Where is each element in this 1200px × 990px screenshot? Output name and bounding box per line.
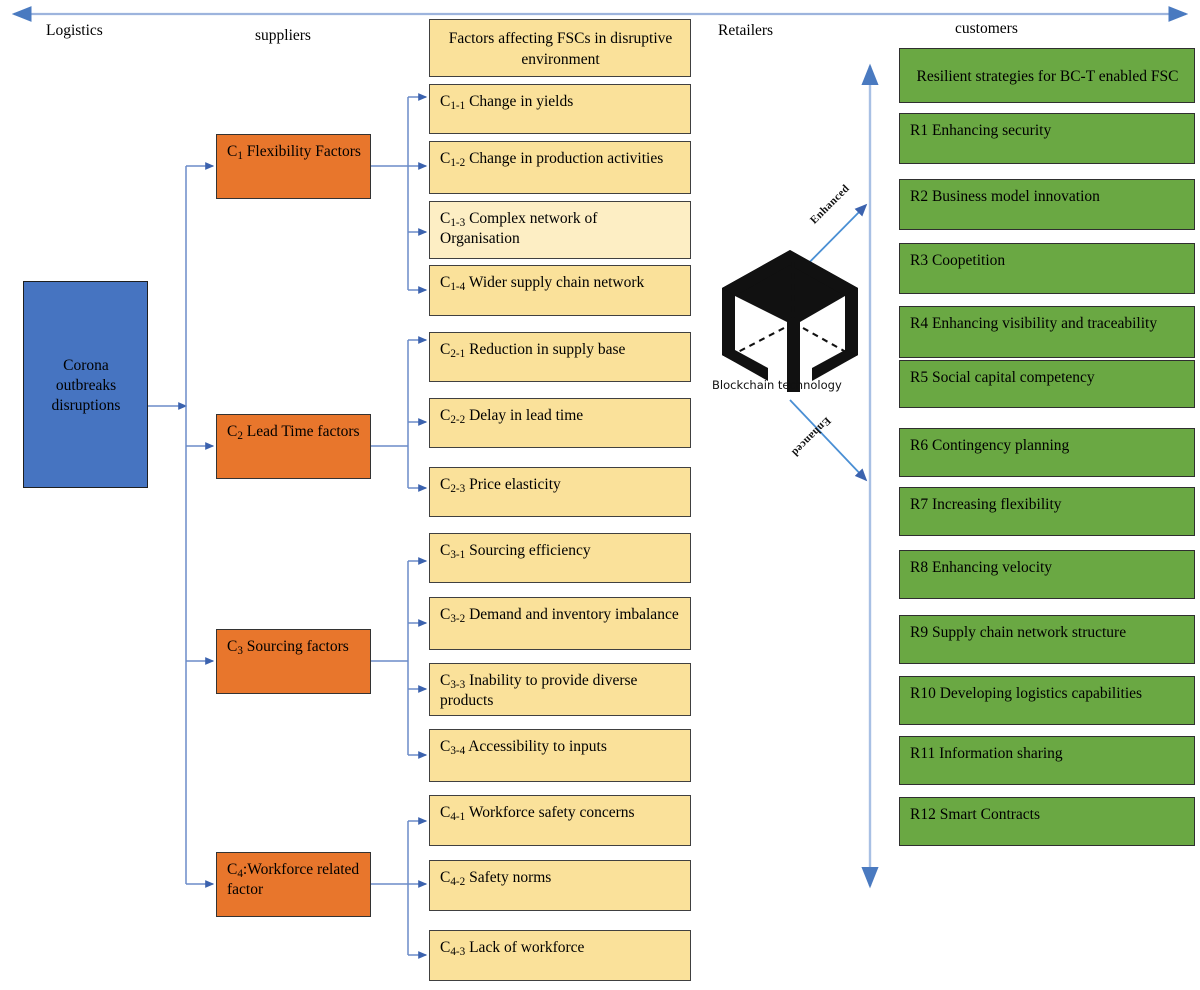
header-box-label: Factors affecting FSCs in disruptive env… [448, 30, 673, 68]
factor-box-c4-3[interactable]: C4-3 Lack of workforce [429, 930, 691, 981]
category-box-label: C2 Lead Time factors [227, 423, 360, 443]
enhanced-label-upper: Enhanced [808, 182, 853, 227]
blockchain-caption: Blockchain technology [712, 378, 842, 392]
source-box-label: Corona outbreaks disruptions [51, 356, 121, 415]
strategy-box-r2[interactable]: R2 Business model innovation [899, 179, 1195, 230]
stage-label-customers: customers [955, 20, 1018, 37]
strategy-box-r8[interactable]: R8 Enhancing velocity [899, 550, 1195, 599]
c3-branch-connectors [370, 557, 428, 759]
c1-branch-connectors [370, 93, 428, 294]
stage-label-suppliers: suppliers [255, 27, 311, 44]
category-box-label: C4:Workforce related factor [227, 861, 360, 899]
factor-box-c2-2[interactable]: C2-2 Delay in lead time [429, 398, 691, 448]
strategies-header-label: Resilient strategies for BC-T enabled FS… [916, 67, 1179, 85]
strategy-box-r4[interactable]: R4 Enhancing visibility and traceability [899, 306, 1195, 358]
category-box-c4-workforce-related-factor[interactable]: C4:Workforce related factor [216, 852, 371, 917]
strategy-box-r10[interactable]: R10 Developing logistics capabilities [899, 676, 1195, 725]
header-box-factors-affecting-fscs[interactable]: Factors affecting FSCs in disruptive env… [429, 19, 691, 77]
category-box-c1-flexibility-factors[interactable]: C1 Flexibility Factors [216, 134, 371, 199]
stage-label-retailers: Retailers [718, 22, 774, 39]
strategy-box-r5[interactable]: R5 Social capital competency [899, 360, 1195, 408]
factor-box-c1-1[interactable]: C1-1 Change in yields [429, 84, 691, 134]
strategy-box-r7[interactable]: R7 Increasing flexibility [899, 487, 1195, 536]
category-trunk [185, 162, 215, 888]
category-box-label: C1 Flexibility Factors [227, 143, 361, 163]
category-box-label: C3 Sourcing factors [227, 638, 349, 658]
strategy-box-r1[interactable]: R1 Enhancing security [899, 113, 1195, 164]
strategy-box-r9[interactable]: R9 Supply chain network structure [899, 615, 1195, 664]
factor-box-c2-3[interactable]: C2-3 Price elasticity [429, 467, 691, 517]
strategy-box-r12[interactable]: R12 Smart Contracts [899, 797, 1195, 846]
factor-box-c3-2[interactable]: C3-2 Demand and inventory imbalance [429, 597, 691, 650]
c4-branch-connectors [370, 817, 428, 959]
factor-box-c2-1[interactable]: C2-1 Reduction in supply base [429, 332, 691, 382]
factor-box-c4-1[interactable]: C4-1 Workforce safety concerns [429, 795, 691, 846]
c2-branch-connectors [370, 336, 428, 492]
strategy-box-r6[interactable]: R6 Contingency planning [899, 428, 1195, 477]
category-box-c2-lead-time-factors[interactable]: C2 Lead Time factors [216, 414, 371, 479]
factor-box-c1-2[interactable]: C1-2 Change in production activities [429, 141, 691, 194]
source-box-corona-disruptions[interactable]: Corona outbreaks disruptions [23, 281, 148, 488]
strategies-header-box[interactable]: Resilient strategies for BC-T enabled FS… [899, 48, 1195, 103]
factor-box-c3-4[interactable]: C3-4 Accessibility to inputs [429, 729, 691, 782]
strategy-box-r3[interactable]: R3 Coopetition [899, 243, 1195, 294]
strategy-box-r11[interactable]: R11 Information sharing [899, 736, 1195, 785]
factor-box-c3-1[interactable]: C3-1 Sourcing efficiency [429, 533, 691, 583]
factor-box-c1-4[interactable]: C1-4 Wider supply chain network [429, 265, 691, 316]
factor-box-c3-3[interactable]: C3-3 Inability to provide diverse produc… [429, 663, 691, 716]
factor-box-c4-2[interactable]: C4-2 Safety norms [429, 860, 691, 911]
enhanced-arrow-upper [786, 203, 868, 286]
enhanced-label-lower: Enhanced [788, 414, 833, 459]
factor-box-c1-3[interactable]: C1-3 Complex network of Organisation [429, 201, 691, 259]
stage-label-logistics: Logistics [46, 22, 103, 39]
category-box-c3-sourcing-factors[interactable]: C3 Sourcing factors [216, 629, 371, 694]
blockchain-cube-icon [722, 250, 858, 392]
